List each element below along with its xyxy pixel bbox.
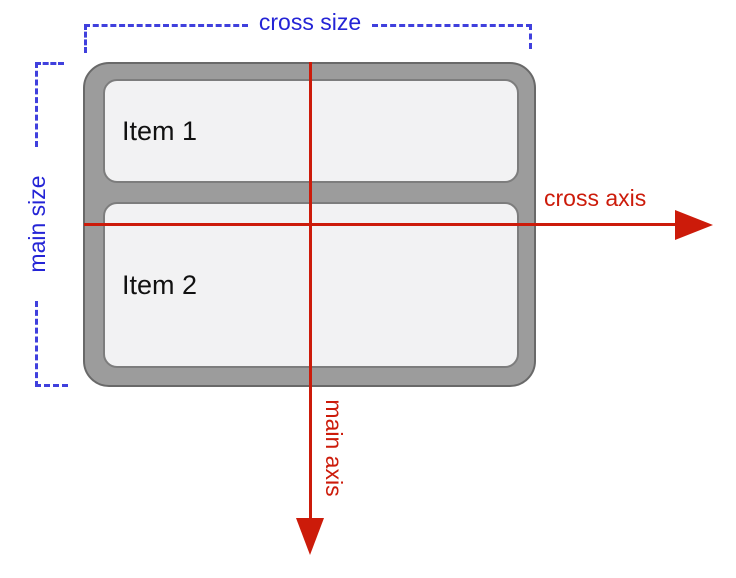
main-axis-arrowhead-icon <box>296 518 324 555</box>
flex-item-1-label: Item 1 <box>122 115 198 146</box>
cross-size-bracket-left-segment <box>84 24 248 53</box>
cross-axis-label: cross axis <box>544 185 647 211</box>
main-axis-line <box>309 62 312 518</box>
main-size-bracket-top-segment <box>35 62 64 147</box>
cross-size-label: cross size <box>258 9 362 35</box>
cross-size-bracket-right-segment <box>372 24 532 49</box>
main-axis-label: main axis <box>321 399 347 497</box>
cross-axis-arrowhead-icon <box>675 210 713 240</box>
flex-item-2-label: Item 2 <box>122 269 198 300</box>
main-size-label: main size <box>24 175 50 273</box>
cross-axis-line <box>84 223 675 226</box>
main-size-bracket-bottom-segment <box>35 301 68 387</box>
